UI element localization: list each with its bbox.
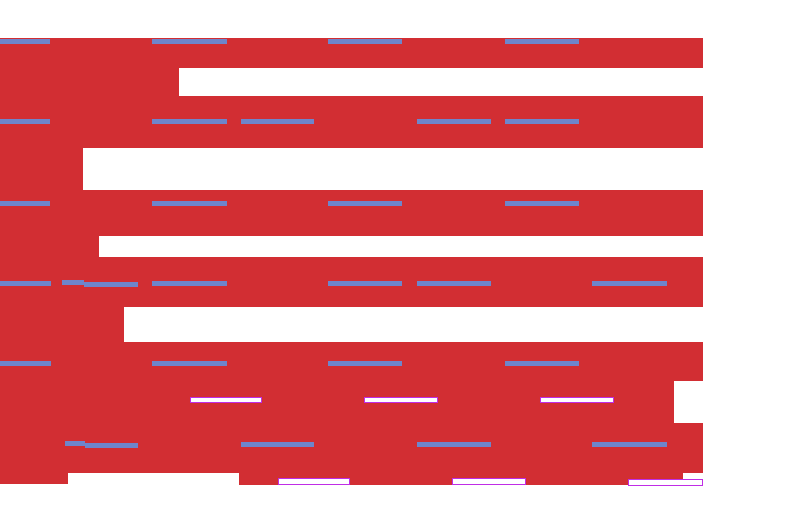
blue-bar bbox=[0, 39, 50, 44]
blue-bar bbox=[152, 39, 227, 44]
blue-bar bbox=[505, 119, 579, 124]
blue-bar bbox=[152, 119, 227, 124]
red-block bbox=[0, 96, 703, 148]
blue-bar bbox=[152, 281, 227, 286]
red-block bbox=[0, 473, 68, 484]
red-block bbox=[0, 307, 124, 342]
red-block bbox=[0, 68, 179, 96]
blue-bar bbox=[328, 201, 402, 206]
blue-bar bbox=[592, 442, 667, 447]
blue-bar bbox=[65, 441, 85, 446]
blue-bar bbox=[241, 442, 314, 447]
blue-bar bbox=[328, 361, 402, 366]
blue-bar bbox=[152, 201, 227, 206]
red-block bbox=[0, 236, 99, 257]
magenta-outline-bar bbox=[452, 478, 526, 485]
blue-bar bbox=[417, 442, 491, 447]
magenta-outline-bar bbox=[190, 397, 262, 403]
blue-bar bbox=[505, 39, 579, 44]
blue-bar bbox=[84, 282, 138, 287]
blue-bar bbox=[0, 119, 50, 124]
blue-bar bbox=[62, 280, 84, 285]
blue-bar bbox=[328, 281, 402, 286]
white-notch bbox=[674, 381, 703, 423]
blue-bar bbox=[505, 201, 579, 206]
blue-bar bbox=[0, 281, 51, 286]
blue-bar bbox=[592, 281, 667, 286]
blue-bar bbox=[241, 119, 314, 124]
red-block bbox=[0, 148, 83, 190]
blue-bar bbox=[328, 39, 402, 44]
blue-bar bbox=[0, 361, 51, 366]
blue-bar bbox=[505, 361, 579, 366]
red-block bbox=[0, 190, 703, 236]
magenta-outline-bar bbox=[278, 478, 350, 485]
blue-bar bbox=[0, 201, 50, 206]
blue-bar bbox=[152, 361, 227, 366]
magenta-outline-bar bbox=[628, 479, 703, 486]
blue-bar bbox=[85, 443, 138, 448]
magenta-outline-bar bbox=[364, 397, 438, 403]
blue-bar bbox=[417, 281, 491, 286]
blue-bar bbox=[417, 119, 491, 124]
magenta-outline-bar bbox=[540, 397, 614, 403]
